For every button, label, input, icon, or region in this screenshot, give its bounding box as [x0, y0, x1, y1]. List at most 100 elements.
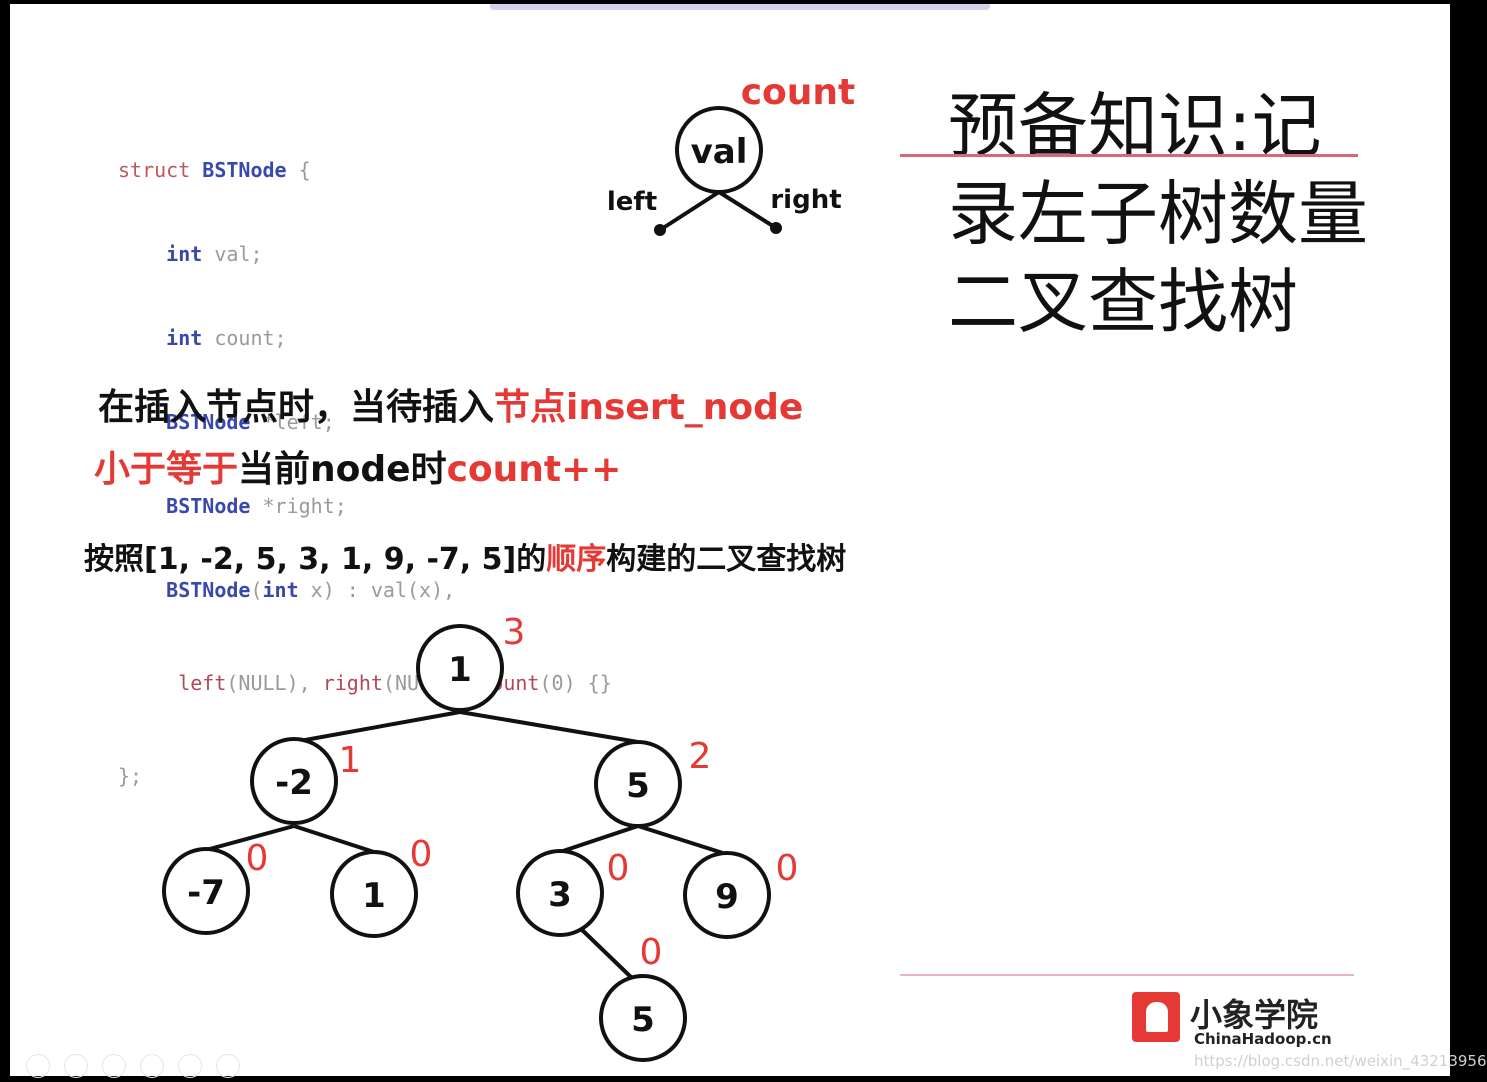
tree-node-1: -2 1 — [250, 737, 362, 825]
tree-node-count: 0 — [246, 838, 269, 879]
code-text: { — [286, 158, 311, 182]
left-pointer-dot — [654, 224, 666, 236]
tree-node-count: 0 — [640, 932, 663, 973]
tree-node-value: -7 — [187, 873, 225, 913]
code-type: int — [262, 578, 299, 602]
code-text: ( — [250, 578, 263, 602]
code-text: }; — [118, 764, 143, 788]
slide-controls — [26, 1054, 254, 1082]
zoom-control-icon[interactable] — [140, 1054, 164, 1078]
rule-line-2: 小于等于当前node时count++ — [94, 440, 621, 492]
slide-title-line: 二叉查找树 — [948, 261, 1298, 343]
tree-node-value: 9 — [715, 877, 739, 917]
tree-node-6: 9 0 — [683, 848, 799, 939]
left-pointer-line — [658, 190, 721, 232]
code-text: (0) {} — [539, 671, 612, 695]
rule-text-highlight: 节点insert_node — [494, 387, 804, 428]
code-text: *left; — [250, 410, 335, 434]
slide-title: 预备知识:记 录左子树数量 二叉查找树 — [948, 82, 1368, 346]
caption-text: 构建的二叉查找树 — [606, 542, 847, 577]
rule-text: 当前node时 — [238, 449, 447, 490]
tree-edges — [205, 710, 727, 982]
code-field: left — [178, 671, 227, 695]
tree-node-2: 5 2 — [594, 736, 712, 828]
code-type: BSTNode — [202, 158, 287, 182]
pen-control-icon[interactable] — [102, 1054, 126, 1078]
tree-node-7: 5 0 — [599, 932, 687, 1062]
tree-node-count: 2 — [689, 736, 712, 777]
code-block: struct BSTNode { int val; int count; BST… — [118, 100, 612, 846]
code-type: int — [166, 242, 203, 266]
tree-caption: 按照[1, -2, 5, 3, 1, 9, -7, 5]的顺序构建的二叉查找树 — [84, 534, 846, 578]
tree-node-4: 1 0 — [330, 834, 433, 938]
caption-text: 按照[1, -2, 5, 3, 1, 9, -7, 5]的 — [84, 542, 547, 577]
tree-node-value: 5 — [626, 766, 650, 806]
prev-control-icon[interactable] — [26, 1054, 50, 1078]
tree-node-0: 1 3 — [416, 612, 526, 712]
tree-edge — [205, 824, 295, 852]
code-text: (NULL), — [226, 671, 323, 695]
tree-node-circle — [162, 847, 250, 935]
count-label: count — [741, 72, 856, 113]
logo-name: 小象学院 — [1190, 996, 1319, 1034]
tree-node-circle — [416, 624, 504, 712]
rule-text-highlight: count++ — [446, 449, 622, 490]
tree-node-circle — [594, 740, 682, 828]
tree-edge — [293, 824, 375, 854]
tree-node-value: 1 — [448, 650, 472, 690]
code-type: BSTNode — [166, 578, 251, 602]
tree-node-count: 3 — [503, 612, 526, 653]
tree-node-3: -7 0 — [162, 838, 269, 935]
tree-node-count: 0 — [776, 848, 799, 889]
right-pointer-dot — [770, 222, 782, 234]
rule-text-highlight: 小于等于 — [94, 449, 239, 490]
tree-node-circle — [599, 974, 687, 1062]
next-control-icon[interactable] — [64, 1054, 88, 1078]
code-type: BSTNode — [166, 410, 251, 434]
right-label: right — [770, 185, 841, 215]
tree-edge — [459, 710, 639, 744]
title-divider — [900, 154, 1358, 157]
left-label: left — [607, 187, 657, 217]
tree-node-value: -2 — [275, 763, 313, 803]
presentation-topbar — [490, 4, 990, 10]
code-keyword: struct — [118, 158, 191, 182]
code-field: right — [322, 671, 383, 695]
logo-domain: ChinaHadoop.cn — [1194, 1030, 1332, 1048]
code-text: *right; — [250, 494, 347, 518]
more-control-icon[interactable] — [216, 1054, 240, 1078]
tree-edge — [576, 924, 636, 982]
code-text: count; — [202, 326, 287, 350]
tree-node-circle — [683, 851, 771, 939]
tree-node-value: 3 — [548, 875, 572, 915]
right-pointer-line — [717, 190, 778, 230]
search-control-icon[interactable] — [178, 1054, 202, 1078]
tree-node-circle — [516, 849, 604, 937]
code-type: int — [166, 326, 203, 350]
code-type: BSTNode — [166, 494, 251, 518]
tree-node-count: 1 — [339, 740, 362, 781]
val-label: val — [691, 132, 748, 172]
tree-edge — [559, 824, 639, 854]
elephant-logo-icon — [1132, 992, 1180, 1042]
caption-text-highlight: 顺序 — [546, 542, 607, 577]
watermark: https://blog.csdn.net/weixin_43213956 — [1194, 1052, 1487, 1070]
rule-text: 在插入节点时，当待插入 — [98, 387, 495, 428]
slide-title-line: 录左子树数量 — [948, 173, 1368, 255]
tree-edge — [293, 710, 461, 744]
rule-line-1: 在插入节点时，当待插入节点insert_node — [98, 378, 803, 430]
tree-node-value: 1 — [362, 876, 386, 916]
code-text: val; — [202, 242, 263, 266]
tree-node-value: 5 — [631, 1000, 655, 1040]
tree-node-5: 3 0 — [516, 848, 630, 937]
slide-title-line: 预备知识:记 — [948, 85, 1322, 167]
code-text: x) : val(x), — [298, 578, 456, 602]
tree-node-count: 0 — [410, 834, 433, 875]
tree-node-circle — [250, 737, 338, 825]
tree-node-circle — [330, 850, 418, 938]
footer-divider — [900, 974, 1354, 976]
tree-node-count: 0 — [607, 848, 630, 889]
tree-edge — [637, 824, 727, 856]
node-structure-diagram: val count left right — [607, 72, 855, 236]
